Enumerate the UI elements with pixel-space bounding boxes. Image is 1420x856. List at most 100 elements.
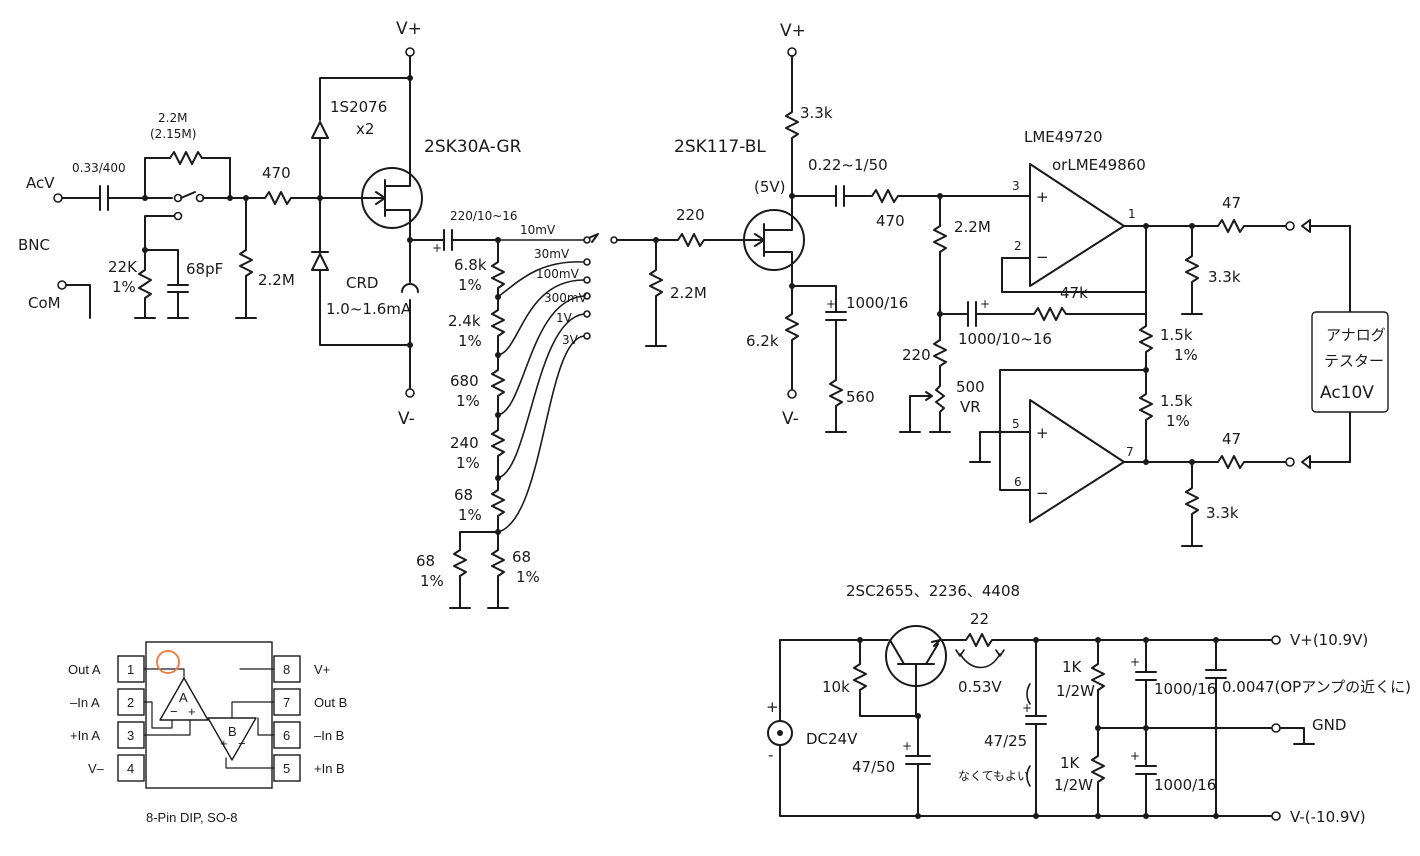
pin-label-in-minus-b: –In B xyxy=(314,728,344,743)
label-range-300mv: 300mV xyxy=(544,291,588,305)
svg-text:+: + xyxy=(1130,749,1140,763)
label-r-220-gate: 220 xyxy=(676,206,705,224)
pin-num-3: 3 xyxy=(127,728,134,743)
label-op-name: LME49720 xyxy=(1024,128,1103,146)
svg-text:+: + xyxy=(188,704,196,719)
label-ps-gnd: GND xyxy=(1312,716,1346,734)
label-r-2m2-in: 2.2M xyxy=(258,271,295,289)
resistor-22k xyxy=(134,249,156,319)
svg-text:+: + xyxy=(980,297,990,311)
opamp-b xyxy=(1029,399,1125,523)
label-r-2m2-top: 2.2M xyxy=(158,111,187,125)
label-r-68a-tol: 1% xyxy=(458,506,482,524)
amp-b-label: B xyxy=(228,724,237,739)
label-r-68c-tol: 1% xyxy=(420,572,444,590)
label-ps-47-50: 47/50 xyxy=(852,758,895,776)
label-vminus2: V- xyxy=(782,409,799,429)
label-r-2k4: 2.4k xyxy=(448,312,481,330)
com-terminal xyxy=(57,280,67,290)
label-ps-1k-b: 1K xyxy=(1060,754,1081,772)
pin-label-v-minus: V– xyxy=(88,761,105,776)
svg-text:−: − xyxy=(238,736,246,751)
resistor-3k3-b xyxy=(1181,461,1203,547)
label-range-3v: 3V xyxy=(562,333,579,347)
amp-a-label: A xyxy=(179,690,188,705)
label-r-47-a: 47 xyxy=(1222,194,1241,212)
resistor-3k3-a xyxy=(1181,225,1203,315)
label-ps-dc24: DC24V xyxy=(806,730,858,748)
pin1-marker-circle xyxy=(156,650,180,674)
label-ps-1k-a-w: 1/2W xyxy=(1056,682,1095,700)
label-range-10mv: 10mV xyxy=(520,223,556,237)
resistor-3k3-drain xyxy=(785,55,799,197)
label-ps-1000-a: 1000/16 xyxy=(1154,680,1216,698)
pin-box-2 xyxy=(117,688,145,716)
label-r-470-in: 470 xyxy=(262,164,291,182)
jfet-2sk117 xyxy=(743,209,805,271)
label-r-68b: 68 xyxy=(512,548,531,566)
label-pin5: 5 xyxy=(1012,417,1020,431)
pin-num-1: 1 xyxy=(127,662,134,677)
pin-box-4 xyxy=(117,754,145,782)
cap-1000-16-and-r-560 xyxy=(791,285,847,433)
capacitor-68pf xyxy=(144,249,189,319)
label-r-6k8-tol: 1% xyxy=(458,276,482,294)
cap-47-25 xyxy=(1025,639,1047,817)
label-ps-nakutemo: なくてもよい xyxy=(958,769,1029,783)
power-supply: + + + + 2SC2655、2236、4408 22 0.53V 10k D… xyxy=(766,582,1411,826)
label-vplus1: V+ xyxy=(396,19,422,39)
pin-num-8: 8 xyxy=(283,662,290,677)
label-jfet1: 2SK30A-GR xyxy=(424,137,522,157)
resistor-1k5-b xyxy=(999,369,1153,463)
label-r-3k3-d: 3.3k xyxy=(800,104,833,122)
label-vminus1: V- xyxy=(398,409,415,429)
resistor-220-op-and-vr xyxy=(929,313,951,433)
input-section: AcV BNC CoM 0.33/400 2.2M (2.15M) 470 22… xyxy=(18,111,323,319)
label-cap-in: 0.33/400 xyxy=(72,161,126,175)
label-ps-plus: + xyxy=(766,698,779,716)
label-crd: CRD xyxy=(346,274,378,292)
jfet1-stage: V+ V- + 1S2076 x2 2SK30A-GR CRD 1.0~1.6m… xyxy=(311,19,522,429)
pin-num-2: 2 xyxy=(127,695,134,710)
ic-package xyxy=(145,641,273,789)
resistor-220-gate xyxy=(655,233,741,247)
label-pin2: 2 xyxy=(1014,239,1022,253)
svg-text:+: + xyxy=(1022,701,1032,715)
label-r-6k8: 6.8k xyxy=(454,256,487,274)
resistor-6k2 xyxy=(785,285,799,391)
resistor-1k5-a xyxy=(1139,225,1153,371)
opamp-a xyxy=(1029,163,1125,287)
label-r-68b-tol: 1% xyxy=(516,568,540,586)
pin-box-3 xyxy=(117,721,145,749)
label-r-1k5b: 1.5k xyxy=(1160,392,1193,410)
label-r-240-tol: 1% xyxy=(456,454,480,472)
label-r-22k: 22K xyxy=(108,258,138,276)
pinout-caption: 8-Pin DIP, SO-8 xyxy=(146,810,238,825)
resistor-22 xyxy=(939,633,1037,647)
cap-1000-10-and-r-47k xyxy=(939,301,1147,327)
label-r-47k: 47k xyxy=(1060,284,1088,302)
pin-box-6 xyxy=(273,721,301,749)
attenuator-ladder: 10mV 30mV 100mV 300mV 1V 3V 6.8k 1% 2.4k… xyxy=(416,223,657,609)
label-c-68pf: 68pF xyxy=(186,260,223,278)
svg-text:−: − xyxy=(1036,484,1049,502)
label-r-1k5b-tol: 1% xyxy=(1166,412,1190,430)
label-r-2m2-op: 2.2M xyxy=(954,218,991,236)
label-pin1: 1 xyxy=(1128,207,1136,221)
analog-tester-box xyxy=(1311,311,1389,413)
label-ps-1k-b-w: 1/2W xyxy=(1054,776,1093,794)
svg-text:+: + xyxy=(432,241,442,255)
label-pin3: 3 xyxy=(1012,179,1020,193)
cap-022 xyxy=(791,185,941,207)
label-r-1k5a-tol: 1% xyxy=(1174,346,1198,364)
svg-text:+: + xyxy=(902,739,912,753)
pin-label-in-plus-a: +In A xyxy=(70,728,100,743)
pin-num-4: 4 xyxy=(127,761,134,776)
label-pin7: 7 xyxy=(1126,445,1134,459)
label-r-68c: 68 xyxy=(416,552,435,570)
label-r-560: 560 xyxy=(846,388,875,406)
crd xyxy=(401,239,419,346)
svg-text:−: − xyxy=(1036,248,1049,266)
label-vr: 500 xyxy=(956,378,985,396)
